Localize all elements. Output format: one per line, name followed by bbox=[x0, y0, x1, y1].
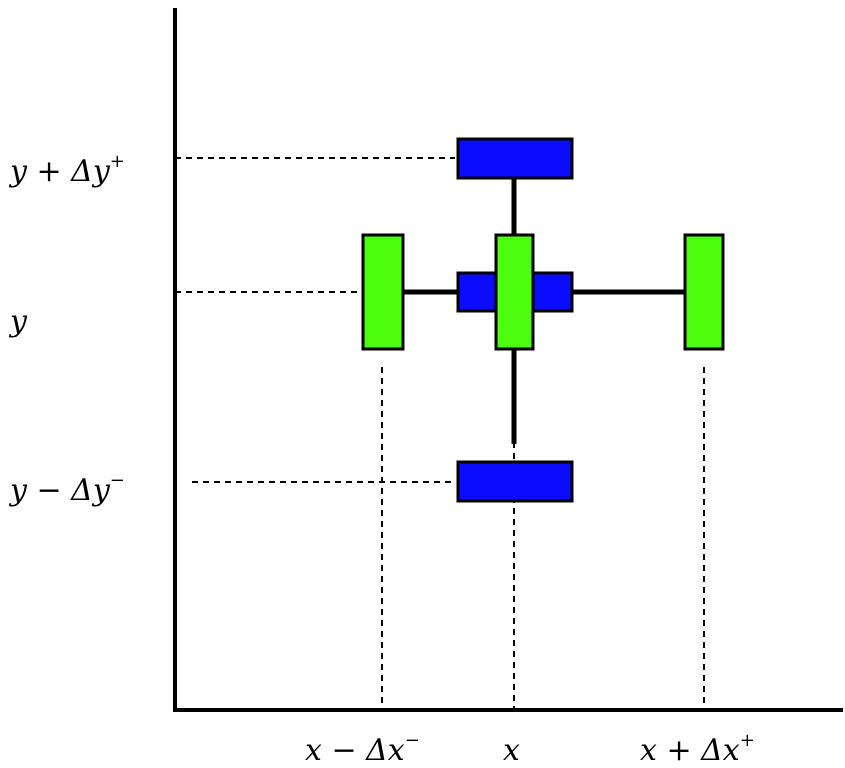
green-box-right bbox=[683, 233, 725, 351]
label-y-minus-sup: − bbox=[110, 470, 125, 491]
green-box-left bbox=[361, 233, 405, 351]
label-x-plus-base: x + Δx bbox=[640, 733, 740, 768]
label-y-plus-base: y + Δy bbox=[8, 154, 111, 189]
label-x: x bbox=[503, 733, 520, 768]
label-y-base: y bbox=[8, 304, 28, 339]
green-box-center bbox=[494, 233, 535, 351]
label-y: y bbox=[8, 304, 28, 339]
label-y-minus-base: y − Δy bbox=[8, 473, 111, 508]
label-x-plus: x + Δx+ bbox=[640, 730, 755, 768]
label-x-minus-base: x − Δx bbox=[305, 733, 405, 768]
label-y-minus: y − Δy− bbox=[8, 470, 125, 508]
blue-box-top bbox=[456, 137, 574, 180]
blue-box-bottom bbox=[456, 460, 574, 503]
label-y-plus: y + Δy+ bbox=[8, 151, 125, 189]
label-x-minus: x − Δx− bbox=[305, 730, 420, 768]
label-y-plus-sup: + bbox=[110, 151, 125, 172]
label-x-plus-sup: + bbox=[740, 730, 755, 751]
label-x-base: x bbox=[503, 733, 520, 768]
label-x-minus-sup: − bbox=[405, 730, 420, 751]
